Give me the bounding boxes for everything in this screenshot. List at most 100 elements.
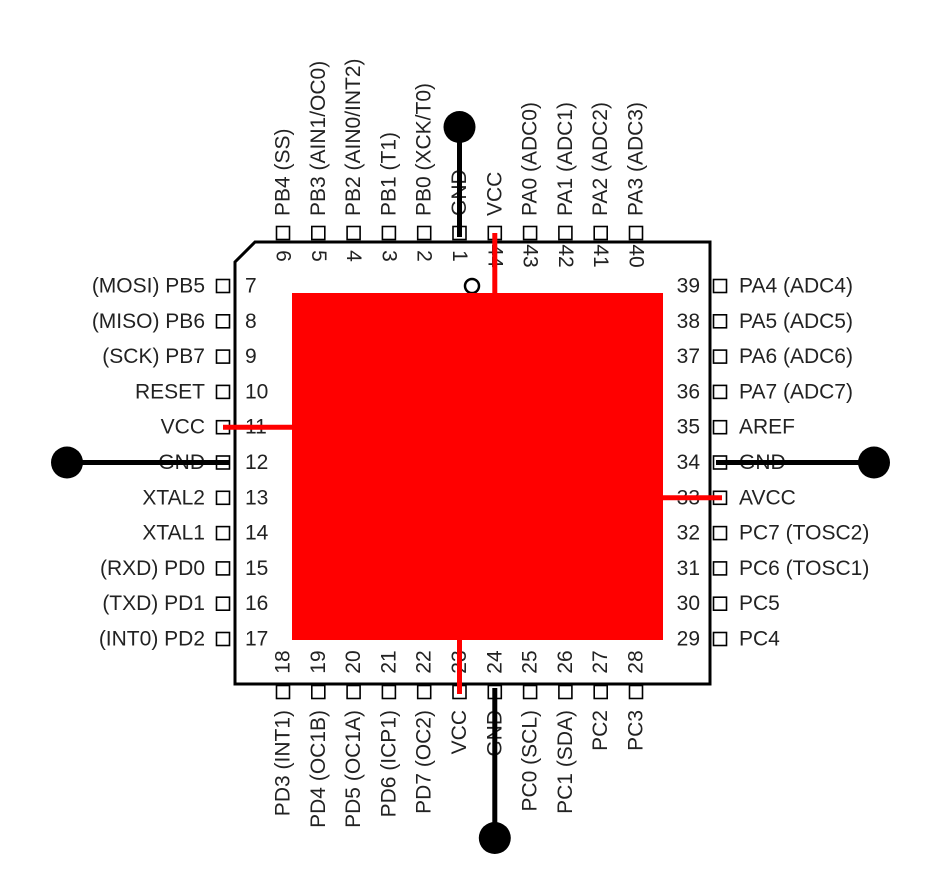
pin-20-label: PD5 (OC1A) xyxy=(342,710,365,828)
pin-19-pad xyxy=(310,684,326,700)
pin-21-pad xyxy=(381,684,397,700)
pin-42-number: 42 xyxy=(554,244,577,267)
pin-6-number: 6 xyxy=(272,250,295,262)
pin-35-label: AREF xyxy=(739,416,795,439)
pin-42-pad xyxy=(558,225,573,241)
pin-32-number: 32 xyxy=(677,522,700,545)
pin-15-number: 15 xyxy=(245,557,268,580)
pin-31-pad xyxy=(712,561,728,576)
pin-40-label: PA3 (ADC3) xyxy=(625,102,648,216)
pin-29-label: PC4 xyxy=(739,628,780,651)
pin-11-label: VCC xyxy=(161,416,205,439)
pin-30-number: 30 xyxy=(677,592,700,615)
pin-3-pad xyxy=(381,225,397,241)
pin-21-label: PD6 (ICP1) xyxy=(377,710,400,817)
pin-38-label: PA5 (ADC5) xyxy=(739,310,853,333)
pin-36-number: 36 xyxy=(677,380,700,403)
pin-18-label: PD3 (INT1) xyxy=(272,710,295,816)
pin-41-pad xyxy=(593,225,609,241)
pin-36-pad xyxy=(712,384,728,400)
pin-32-pad xyxy=(712,525,728,541)
pin-35-number: 35 xyxy=(677,416,700,439)
pin-16-number: 16 xyxy=(245,592,268,615)
pin-41-label: PA2 (ADC2) xyxy=(589,102,612,216)
wires-layer xyxy=(51,111,890,854)
pin-24-number: 24 xyxy=(483,650,506,674)
pin-8-number: 8 xyxy=(245,310,257,333)
pin-4-label: PB2 (AIN0/INT2) xyxy=(342,58,365,216)
pin-9-number: 9 xyxy=(245,345,257,368)
pin-4-pad xyxy=(346,225,361,241)
pin-32-label: PC7 (TOSC2) xyxy=(739,522,869,545)
pin-25-label: PC0 (SCL) xyxy=(519,710,542,812)
pin-2-label: PB0 (XCK/T0) xyxy=(413,83,436,216)
pin-31-label: PC6 (TOSC1) xyxy=(739,557,869,580)
pin-16-label: (TXD) PD1 xyxy=(102,592,205,615)
pin-40-pad xyxy=(628,225,644,241)
pin-30-label: PC5 xyxy=(739,592,780,615)
pin-37-number: 37 xyxy=(677,345,700,368)
pin-27-pad xyxy=(593,684,609,700)
pin-6-label: PB4 (SS) xyxy=(272,128,295,216)
pin-28-number: 28 xyxy=(625,650,648,673)
pin-17-label: (INT0) PD2 xyxy=(99,628,205,651)
pin-17-pad xyxy=(215,631,231,647)
pin-29-pad xyxy=(712,631,728,647)
pin-14-pad xyxy=(215,525,231,541)
pin-8-label: (MISO) PB6 xyxy=(92,310,205,333)
pin-28-label: PC3 xyxy=(625,710,648,751)
pin-36-label: PA7 (ADC7) xyxy=(739,380,853,403)
pin-13-number: 13 xyxy=(245,486,268,509)
pin-15-pad xyxy=(215,561,231,576)
pin-23-label: VCC xyxy=(448,710,471,754)
pin-42-label: PA1 (ADC1) xyxy=(554,102,577,216)
pin-26-pad xyxy=(558,684,573,700)
pin-19-label: PD4 (OC1B) xyxy=(307,710,330,828)
pin-26-number: 26 xyxy=(554,650,577,673)
pin-12-number: 12 xyxy=(245,451,268,474)
pin-30-pad xyxy=(712,596,728,612)
pin-43-pad xyxy=(522,225,538,241)
pin-37-label: PA6 (ADC6) xyxy=(739,345,853,368)
pin-26-label: PC1 (SDA) xyxy=(554,710,577,814)
pin-18-pad xyxy=(275,684,291,700)
pin-9-label: (SCK) PB7 xyxy=(102,345,205,368)
pin-10-label: RESET xyxy=(135,380,205,403)
pin-18-number: 18 xyxy=(272,650,295,673)
pin-27-number: 27 xyxy=(589,650,612,673)
pin-5-pad xyxy=(310,225,326,241)
pin-33-label: AVCC xyxy=(739,486,796,509)
pin-15-label: (RXD) PD0 xyxy=(100,557,205,580)
pin-38-number: 38 xyxy=(677,310,700,333)
pin-19-number: 19 xyxy=(307,650,330,673)
gnd-terminal-right xyxy=(858,446,890,479)
pin-37-pad xyxy=(712,349,728,364)
pin-21-number: 21 xyxy=(377,650,400,673)
pin-43-label: PA0 (ADC0) xyxy=(519,102,542,216)
pin-14-label: XTAL1 xyxy=(142,522,205,545)
pin-20-pad xyxy=(346,684,361,700)
pin-9-pad xyxy=(215,349,231,364)
pin-16-pad xyxy=(215,596,231,612)
pin-7-number: 7 xyxy=(245,275,257,298)
pin-2-pad xyxy=(416,225,432,241)
chip-die xyxy=(292,293,663,640)
pin-44-label: VCC xyxy=(483,172,506,216)
gnd-terminal-left xyxy=(51,446,83,479)
pin-31-number: 31 xyxy=(677,557,700,580)
pin-20-number: 20 xyxy=(342,650,365,673)
pin-10-pad xyxy=(215,384,231,400)
pin-22-pad xyxy=(416,684,432,700)
pin-13-label: XTAL2 xyxy=(142,486,205,509)
pin-22-number: 22 xyxy=(413,650,436,673)
pin-39-label: PA4 (ADC4) xyxy=(739,275,853,298)
pin-8-pad xyxy=(215,313,231,329)
pin-27-label: PC2 xyxy=(589,710,612,751)
pin-5-number: 5 xyxy=(307,250,330,262)
pin-25-pad xyxy=(522,684,538,700)
pin-22-label: PD7 (OC2) xyxy=(413,710,436,814)
gnd-terminal-top xyxy=(443,111,476,143)
pin-3-number: 3 xyxy=(377,250,400,262)
pin-5-label: PB3 (AIN1/OC0) xyxy=(307,61,330,216)
